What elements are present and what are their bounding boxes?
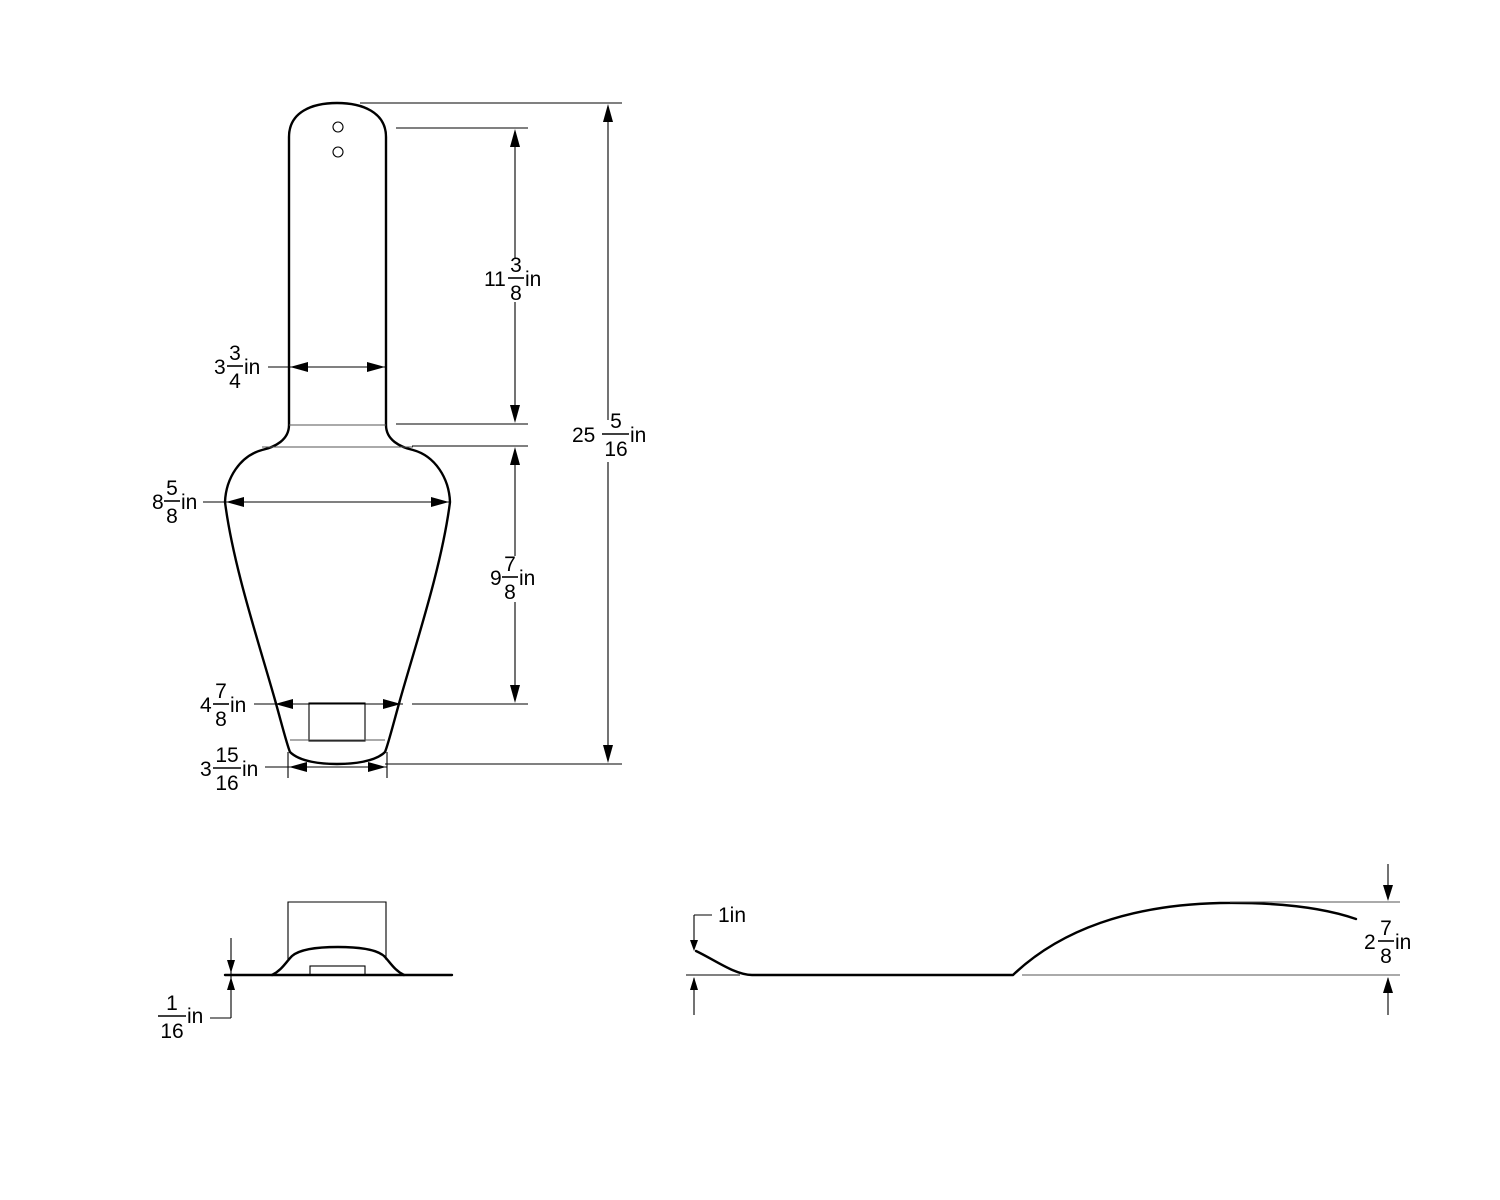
handle-width-unit: in — [244, 356, 260, 379]
front-profile — [270, 945, 406, 977]
blade-width-unit: in — [181, 491, 197, 514]
handle-width-whole: 3 — [214, 356, 226, 379]
total-length-num: 5 — [610, 410, 622, 433]
thickness-den: 16 — [160, 1020, 183, 1043]
hang-hole-upper — [332, 121, 344, 133]
dim-handle-length — [396, 127, 528, 425]
handle-width-den: 4 — [229, 370, 241, 393]
dim-blade-length — [412, 445, 528, 705]
tip-rise-label: 1in — [718, 904, 746, 927]
dim-tip-width-label: 4 7 8 in — [200, 680, 246, 731]
top-view — [223, 101, 452, 766]
tip-width-unit: in — [230, 694, 246, 717]
thickness-unit: in — [187, 1005, 203, 1028]
handle-rise-den: 8 — [1380, 945, 1392, 968]
dim-tip-rise — [686, 914, 740, 1015]
blade-length-unit: in — [519, 567, 535, 590]
dim-handle-width-label: 3 3 4 in — [214, 342, 260, 393]
tip-width-whole: 4 — [200, 694, 212, 717]
handle-rise-unit: in — [1395, 931, 1411, 954]
dim-total-length-label: 25 5 16 in — [572, 410, 646, 461]
blade-width-num: 5 — [166, 477, 178, 500]
dim-handle-length-label: 11 3 8 in — [484, 254, 541, 305]
side-view — [694, 901, 1400, 977]
dim-handle-width — [268, 362, 385, 372]
dim-total-length — [360, 102, 622, 765]
tip-end-width-unit: in — [242, 758, 258, 781]
tip-pad — [308, 702, 366, 742]
hang-hole-lower — [332, 146, 344, 158]
dim-handle-rise-label: 2 7 8 in — [1364, 917, 1411, 968]
dim-thickness-label: 1 16 in — [158, 992, 203, 1043]
blade-width-den: 8 — [166, 505, 178, 528]
front-tip-pad — [309, 965, 366, 976]
tip-end-width-whole: 3 — [200, 758, 212, 781]
dim-tip-end-width-label: 3 15 16 in — [200, 744, 258, 795]
side-profile — [694, 901, 1358, 977]
blade-length-num: 7 — [504, 553, 516, 576]
handle-length-num: 3 — [510, 254, 522, 277]
handle-length-whole: 11 — [484, 268, 506, 291]
front-handle-box — [287, 901, 387, 960]
handle-length-unit: in — [525, 268, 541, 291]
dim-blade-length-label: 9 7 8 in — [490, 553, 535, 604]
shovel-outline — [223, 101, 452, 766]
dim-tip-end-width — [265, 752, 388, 778]
handle-length-den: 8 — [510, 282, 522, 305]
dim-thickness — [210, 938, 235, 1019]
total-length-unit: in — [630, 424, 646, 447]
tip-width-num: 7 — [215, 680, 227, 703]
blade-length-den: 8 — [504, 581, 516, 604]
tip-end-width-den: 16 — [215, 772, 238, 795]
dim-tip-width — [254, 699, 403, 709]
tip-width-den: 8 — [215, 708, 227, 731]
blade-width-whole: 8 — [152, 491, 164, 514]
blade-length-whole: 9 — [490, 567, 502, 590]
handle-rise-num: 7 — [1380, 917, 1392, 940]
front-view — [223, 901, 454, 977]
dim-blade-width — [203, 497, 449, 507]
dim-handle-rise — [1383, 864, 1393, 1015]
total-length-whole: 25 — [572, 424, 595, 447]
handle-width-num: 3 — [229, 342, 241, 365]
total-length-den: 16 — [604, 438, 627, 461]
dim-blade-width-label: 8 5 8 in — [152, 477, 197, 528]
tip-end-width-num: 15 — [215, 744, 238, 767]
thickness-num: 1 — [166, 992, 178, 1015]
handle-rise-whole: 2 — [1364, 931, 1376, 954]
